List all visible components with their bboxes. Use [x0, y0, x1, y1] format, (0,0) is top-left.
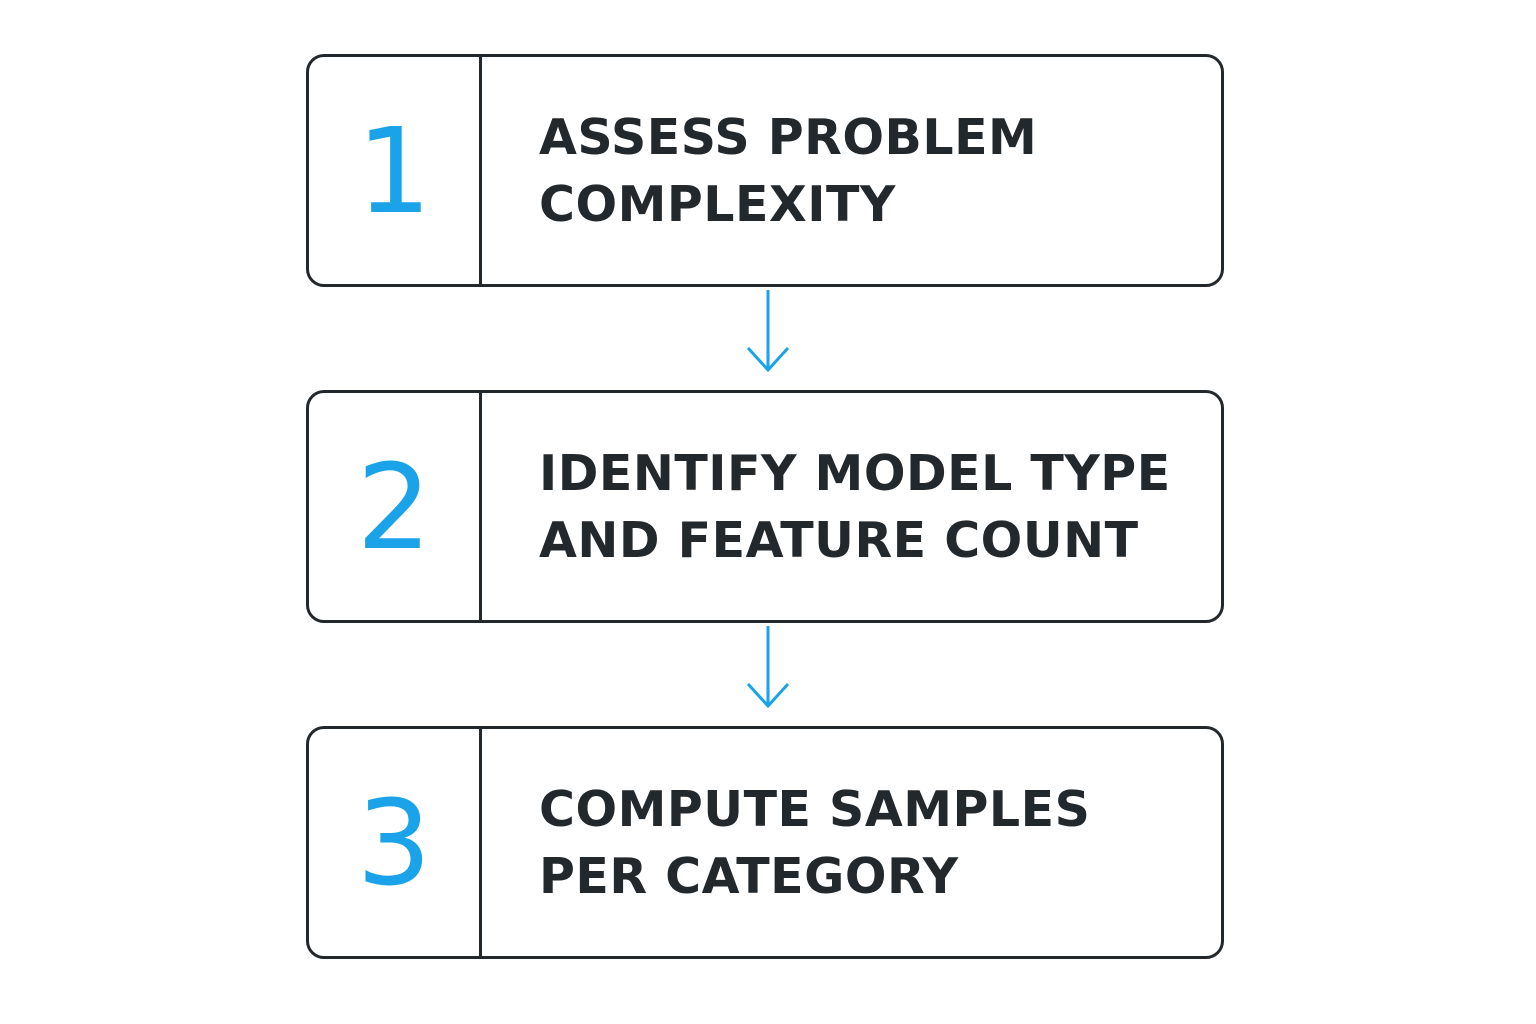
arrow-down-icon: [746, 290, 790, 373]
step-2-divider: [479, 393, 482, 620]
step-3-box: 3 COMPUTE SAMPLES PER CATEGORY: [306, 726, 1224, 959]
step-3-divider: [479, 729, 482, 956]
step-1-label: ASSESS PROBLEM COMPLEXITY: [539, 108, 1038, 233]
step-2-label: IDENTIFY MODEL TYPE AND FEATURE COUNT: [539, 444, 1171, 569]
step-3-label: COMPUTE SAMPLES PER CATEGORY: [539, 780, 1091, 905]
step-1-number: 1: [356, 101, 432, 240]
step-1-divider: [479, 57, 482, 284]
step-2-number: 2: [356, 437, 432, 576]
step-2-box: 2 IDENTIFY MODEL TYPE AND FEATURE COUNT: [306, 390, 1224, 623]
connector-2-head: [746, 682, 790, 709]
connector-1-head: [746, 346, 790, 373]
step-3-number: 3: [356, 773, 432, 912]
arrow-down-icon: [746, 626, 790, 709]
step-1-box: 1 ASSESS PROBLEM COMPLEXITY: [306, 54, 1224, 287]
